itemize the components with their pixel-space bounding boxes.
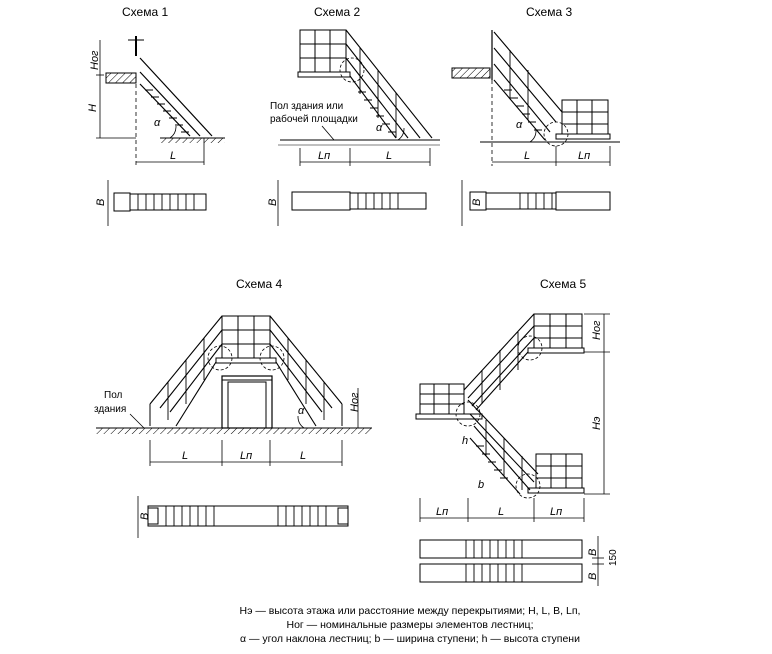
note-floor-platform-2: рабочей площадки — [270, 113, 358, 125]
label-L-4b: L — [300, 450, 306, 462]
label-alpha-2: α — [376, 122, 383, 134]
legend: Hэ — высота этажа или расстояние между п… — [150, 604, 670, 646]
label-L-1: L — [170, 150, 176, 162]
label-He-5: Hэ — [591, 416, 603, 430]
scheme-5-title: Схема 5 — [540, 277, 586, 291]
label-B-5b: B — [587, 573, 599, 580]
label-alpha-1: α — [154, 117, 161, 129]
label-L-5: L — [498, 506, 504, 518]
label-L-2: L — [386, 150, 392, 162]
label-Ln-5b: Lп — [550, 506, 562, 518]
label-B-3: B — [471, 199, 483, 206]
legend-line-3: α — угол наклона лестниц; b — ширина сту… — [240, 633, 580, 645]
scheme-3-title: Схема 3 — [526, 5, 572, 19]
label-Ln-3: Lп — [578, 150, 590, 162]
scheme-4-title: Схема 4 — [236, 277, 282, 291]
label-Ln-4: Lп — [240, 450, 252, 462]
label-B-2: B — [267, 199, 279, 206]
note-floor-2: здания — [94, 404, 126, 415]
legend-line-2: Hог — номинальные размеры элементов лест… — [286, 619, 534, 631]
scheme-1-title: Схема 1 — [122, 5, 168, 19]
scheme-1: Схема 1 Hог H α L — [87, 5, 225, 226]
label-B-1: B — [95, 199, 107, 206]
note-floor-1: Пол — [104, 390, 123, 401]
label-h-5: h — [462, 435, 468, 447]
scheme-3: Схема 3 α L Lп — [451, 5, 620, 226]
label-B-4: B — [139, 513, 151, 520]
note-floor-platform-1: Пол здания или — [270, 101, 343, 112]
label-B-5a: B — [587, 549, 599, 556]
label-alpha-3: α — [516, 119, 523, 131]
label-Hog-5: Hог — [591, 320, 603, 340]
label-alpha-4: α — [298, 405, 305, 417]
label-H-1: H — [87, 104, 99, 112]
legend-line-1: Hэ — высота этажа или расстояние между п… — [239, 605, 581, 617]
scheme-2: Схема 2 Пол здания или рабочей площадки … — [267, 5, 440, 226]
label-L-4a: L — [182, 450, 188, 462]
scheme-2-title: Схема 2 — [314, 5, 360, 19]
label-L-3: L — [524, 150, 530, 162]
scheme-4: Схема 4 Пол зд — [94, 277, 372, 538]
label-Hog-1: Hог — [89, 50, 101, 70]
label-Hog-4: Hог — [349, 392, 361, 412]
scheme-5: Схема 5 — [415, 277, 619, 586]
label-150: 150 — [608, 549, 619, 566]
label-Ln-5a: Lп — [436, 506, 448, 518]
label-b-5: b — [478, 479, 484, 491]
label-Ln-2: Lп — [318, 150, 330, 162]
